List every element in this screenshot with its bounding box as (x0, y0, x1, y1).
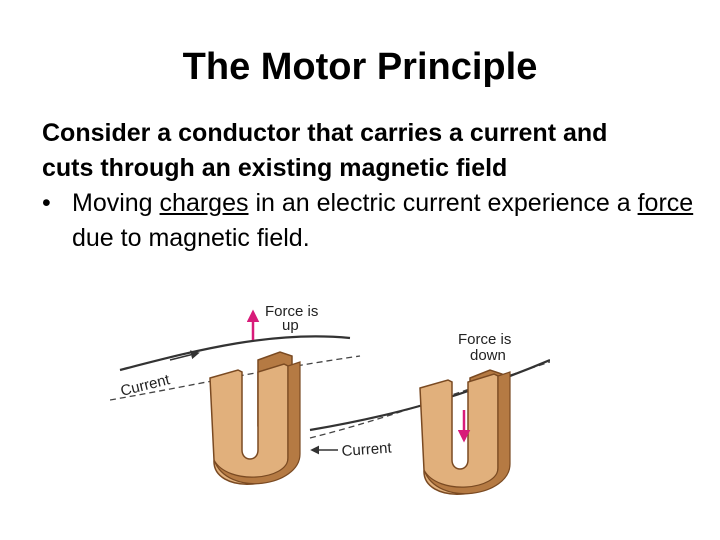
motor-diagram: Force is up Current Force is down Curren… (110, 303, 550, 495)
slide-title: The Motor Principle (182, 46, 538, 88)
left-force-label-1: Force is (265, 303, 318, 320)
underlined-charges: charges (159, 189, 249, 217)
left-current-label: Current (119, 371, 172, 400)
bullet-text-1: Moving (72, 189, 160, 217)
lead-line-2: cuts through an existing magnetic field (42, 154, 508, 182)
right-force-label-2: down (470, 347, 506, 364)
lead-text: Consider a conductor that carries a curr… (42, 116, 712, 186)
right-magnet (309, 358, 550, 495)
left-current-wire (119, 335, 351, 372)
right-magnet-side (423, 371, 511, 495)
bullet-marker: • (42, 189, 51, 217)
right-current-wire (309, 358, 550, 432)
lead-line-1: Consider a conductor that carries a curr… (42, 119, 608, 147)
underlined-force: force (637, 189, 694, 217)
left-magnet-front (209, 363, 289, 485)
bullet-text-3: due to magnetic field. (72, 224, 310, 252)
left-magnet (110, 309, 361, 485)
left-current-arrow-icon (169, 350, 200, 361)
bullet-item: • Moving charges in an electric current e… (42, 186, 712, 256)
left-force-label-2: up (282, 317, 299, 334)
slide-body: Consider a conductor that carries a curr… (42, 116, 712, 256)
left-magnet-side (213, 361, 301, 485)
right-current-label: Current (341, 439, 393, 460)
motor-principle-figure: Force is up Current Force is down Curren… (110, 290, 550, 530)
right-force-label-1: Force is (458, 331, 511, 348)
bullet-text-2: in an electric current experience a (248, 189, 638, 217)
